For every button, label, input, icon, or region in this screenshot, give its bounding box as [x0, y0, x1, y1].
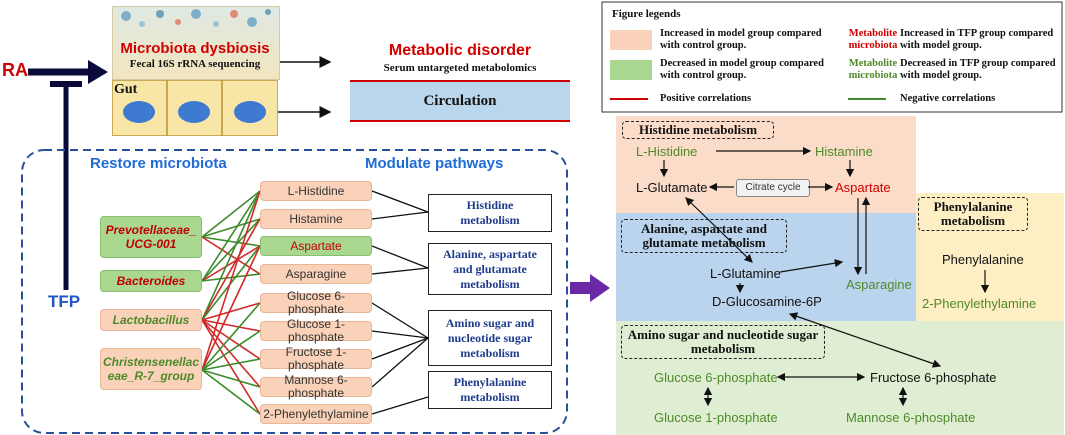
node-glucose-1-phosphate: Glucose 1-phosphate [654, 410, 778, 425]
legend-negative: Negative correlations [900, 93, 996, 104]
panel-title-amino: Amino sugar and nucleotide sugar metabol… [621, 325, 825, 359]
metabolite-histamine: Histamine [260, 209, 372, 229]
metabolic-title: Metabolic disorder [388, 42, 532, 59]
bacterium-label: Prevotellaceae_ UCG-001 [105, 223, 197, 251]
bacterium-christensenellaceae: Christensenellac eae_R-7_group [100, 348, 202, 390]
node-asparagine: Asparagine [846, 277, 912, 292]
metabolite-fructose-1-phosphate: Fructose 1-phosphate [260, 346, 372, 372]
metabolite-mannose-6-phosphate: Mannose 6-phosphate [260, 374, 372, 400]
modulate-title: Modulate pathways [365, 155, 504, 172]
legend-swatch-increase [610, 30, 652, 50]
metabolite-asparagine: Asparagine [260, 264, 372, 284]
node-histamine: Histamine [815, 144, 873, 159]
microbes-illustration [121, 9, 271, 27]
node-d-glucosamine: D-Glucosamine-6P [712, 294, 822, 309]
metabolite-glucose-6-phosphate: Glucose 6-phosphate [260, 290, 372, 316]
legend-increase-tfp: Increased in TFP group compared with mod… [900, 28, 1054, 51]
ra-label: RA [2, 60, 28, 80]
panel-title-histidine: Histidine metabolism [622, 121, 774, 139]
node-2-phenylethylamine: 2-Phenylethylamine [922, 296, 1037, 311]
bacterium-label: Lactobacillus [112, 313, 190, 327]
metabolite-2-phenylethylamine: 2-Phenylethylamine [260, 404, 372, 424]
legend-decrease-model: Decreased in model group compared with c… [660, 58, 824, 81]
gut-label: Gut [114, 82, 138, 97]
pathway-amino-sugar: Amino sugar and nucleotide sugar metabol… [428, 310, 552, 366]
node-fructose-6-phosphate: Fructose 6-phosphate [870, 370, 997, 385]
legend-swatch-decrease [610, 60, 652, 80]
node-mannose-6-phosphate: Mannose 6-phosphate [846, 410, 976, 425]
pathway-alanine: Alanine, aspartate and glutamate metabol… [428, 243, 552, 295]
legend-increase-model: Increased in model group compared with c… [660, 28, 822, 51]
restore-title: Restore microbiota [90, 155, 227, 172]
node-citrate-cycle: Citrate cycle [736, 179, 810, 197]
bacterium-label: Christensenellac eae_R-7_group [102, 355, 200, 383]
microbiota-title: Microbiota dysbiosis [120, 40, 270, 57]
node-aspartate: Aspartate [835, 180, 891, 195]
legend-positive: Positive correlations [660, 93, 752, 104]
pathway-phenylalanine: Phenylalanine metabolism [428, 371, 552, 409]
panel-title-phenylalanine: Phenylalanine metabolism [918, 197, 1028, 231]
metabolite-l-histidine: L-Histidine [260, 181, 372, 201]
node-l-glutamine: L-Glutamine [710, 266, 781, 281]
circulation-band: Circulation [350, 82, 570, 120]
legend-decrease-tfp: Decreased in TFP group compared with mod… [900, 58, 1056, 81]
fecal-label: Fecal 16S rRNA sequencing [129, 58, 261, 70]
node-l-glutamate: L-Glutamate [636, 180, 708, 195]
legend-metabolite-green: Metabolite microbiota [848, 58, 898, 81]
metabolite-glucose-1-phosphate: Glucose 1-phosphate [260, 318, 372, 344]
legend-metabolite-red: Metabolite microbiota [848, 28, 898, 51]
node-phenylalanine: Phenylalanine [942, 252, 1024, 267]
legend-title: Figure legends [612, 8, 681, 20]
metabolite-aspartate: Aspartate [260, 236, 372, 256]
panel-phenylalanine [916, 193, 1064, 321]
gut-cells [123, 80, 266, 136]
bacterium-lactobacillus: Lactobacillus [100, 309, 202, 331]
bacterium-prevotellaceae: Prevotellaceae_ UCG-001 [100, 216, 202, 258]
node-l-histidine: L-Histidine [636, 144, 698, 159]
bacterium-bacteroides: Bacteroides [100, 270, 202, 292]
pathway-histidine: Histidine metabolism [428, 194, 552, 232]
bacterium-label: Bacteroides [116, 274, 186, 288]
tfp-label: TFP [48, 292, 81, 311]
node-glucose-6-phosphate: Glucose 6-phosphate [654, 370, 778, 385]
serum-label: Serum untargeted metabolomics [383, 62, 537, 74]
